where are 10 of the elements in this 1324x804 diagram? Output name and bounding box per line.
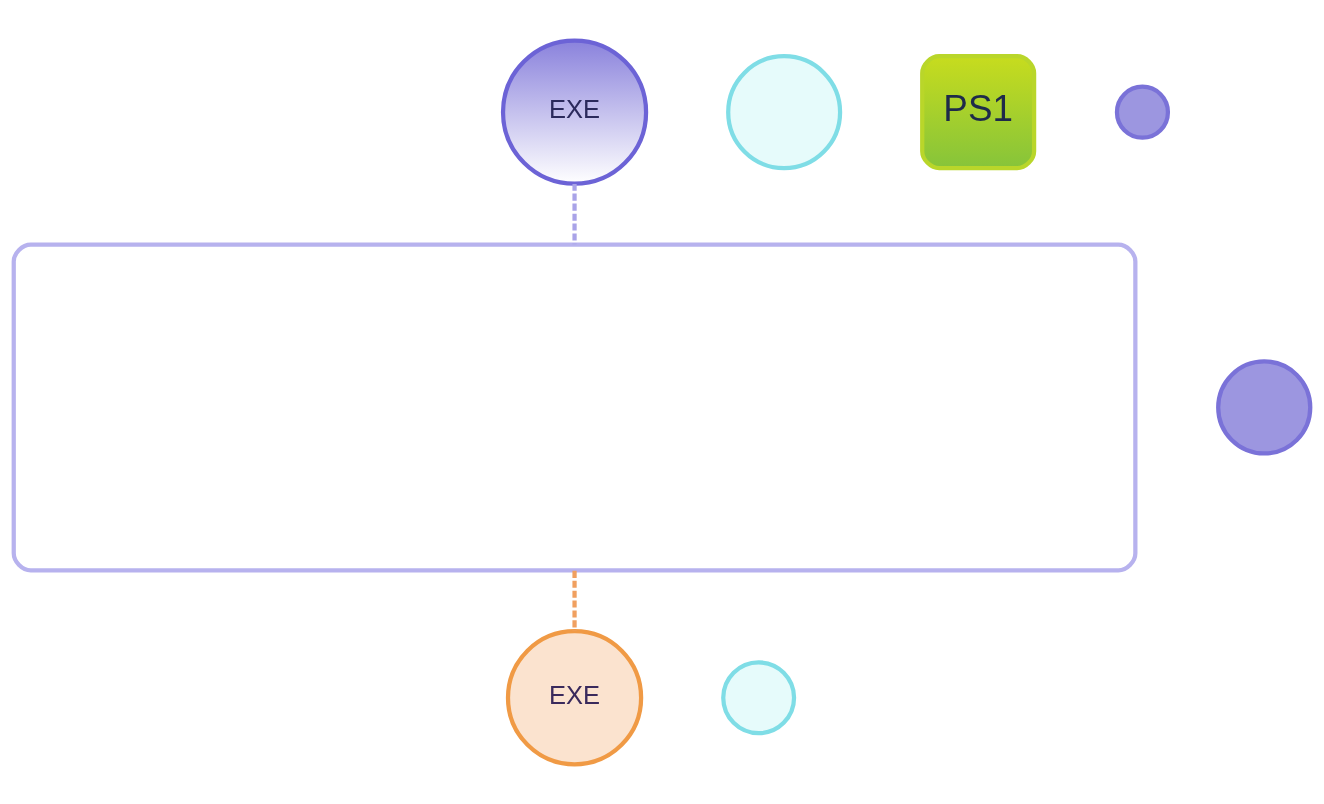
connector (572, 570, 577, 631)
node-box (11, 241, 1138, 572)
node-circle (1216, 358, 1313, 456)
node-circle: EXE (505, 628, 644, 766)
node-circle (721, 659, 797, 735)
connector (572, 183, 577, 244)
node-circle: EXE (500, 38, 649, 186)
node-circle (1114, 84, 1171, 140)
node-box: PS1 (920, 53, 1037, 170)
node-circle (726, 53, 843, 170)
